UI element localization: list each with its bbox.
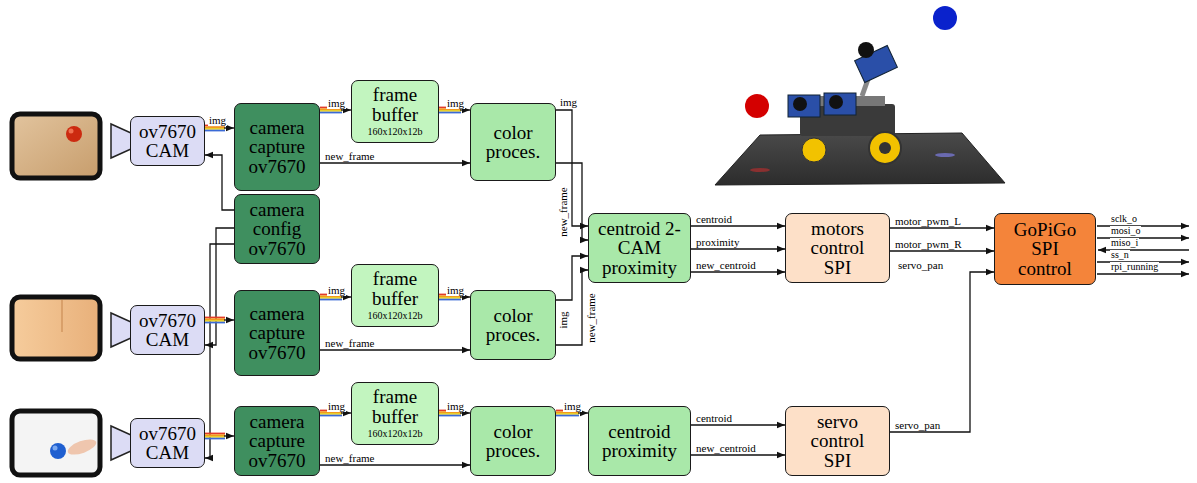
camera-box: ov7670 CAM (130, 418, 205, 468)
capture-box: camera capture ov7670 (234, 290, 320, 376)
bus-connector (205, 317, 234, 322)
signal-label: img (559, 96, 578, 108)
signal-label: new_frame (324, 337, 375, 349)
motor-box: motors control SPI (785, 213, 890, 283)
signal-label: servo_pan (897, 259, 944, 271)
signal-label: img (446, 97, 465, 109)
buffer-box: frame buffer 160x120x12b (351, 80, 439, 143)
process-box: color proces. (470, 406, 556, 476)
signal-connector (320, 465, 470, 466)
bus-connector (205, 125, 234, 130)
node-label: color proces. (474, 422, 552, 461)
node-label: frame buffer (355, 85, 435, 124)
signal-label: new_centroid (695, 259, 757, 271)
signal-label: new_frame (557, 186, 569, 237)
camera-thumbnail (12, 297, 100, 359)
spi-box: GoPiGo SPI control (994, 213, 1096, 285)
signal-label: motor_pwm_R (894, 238, 963, 250)
signal-connector (890, 272, 994, 432)
node-note: 160x120x12b (368, 428, 423, 439)
signal-label: img (557, 310, 569, 329)
centroid-box: centroid 2-CAM proximity (588, 213, 691, 283)
pin-label: miso_i (1110, 238, 1139, 248)
signal-label: img (327, 284, 346, 296)
node-label: camera capture ov7670 (238, 412, 316, 470)
node-label: camera capture ov7670 (238, 118, 316, 176)
signal-connector (205, 244, 234, 458)
signal-connector (556, 270, 588, 345)
signal-label: new_centroid (695, 442, 757, 454)
camera-thumbnail (12, 114, 100, 178)
signal-connector (691, 425, 785, 426)
node-label: camera capture ov7670 (238, 304, 316, 362)
node-label: color proces. (474, 306, 552, 345)
signal-connector (205, 155, 234, 210)
camera-lens (111, 124, 131, 460)
node-note: 160x120x12b (368, 126, 423, 137)
signal-label: img (563, 400, 582, 412)
node-label: centroid 2-CAM proximity (596, 219, 684, 277)
signal-label: img (327, 400, 346, 412)
signal-label: proximity (695, 236, 740, 248)
robot-scene (715, 6, 1005, 185)
bus-connector (205, 433, 234, 438)
signal-connector (890, 228, 994, 229)
buffer-box: frame buffer 160x120x12b (351, 264, 439, 327)
camera-box: ov7670 CAM (130, 116, 205, 166)
process-box: color proces. (470, 103, 556, 181)
node-label: ov7670 CAM (134, 122, 201, 161)
node-label: centroid proximity (596, 422, 684, 461)
signal-label: new_frame (324, 452, 375, 464)
signal-label: servo_pan (894, 419, 941, 431)
config-box: camera config ov7670 (234, 194, 320, 264)
node-label: color proces. (474, 123, 552, 162)
node-label: GoPiGo SPI control (1005, 220, 1085, 278)
signal-connector (691, 272, 785, 273)
node-label: motors control SPI (798, 219, 878, 277)
process-box: color proces. (470, 290, 556, 360)
signal-connector (691, 226, 785, 227)
signal-connector (556, 256, 588, 300)
node-label: camera config ov7670 (238, 200, 316, 258)
signal-connector (691, 455, 785, 456)
signal-label: centroid (695, 213, 733, 225)
signal-label: img (327, 97, 346, 109)
capture-box: camera capture ov7670 (234, 406, 320, 476)
node-note: 160x120x12b (368, 310, 423, 321)
node-label: ov7670 CAM (134, 311, 201, 350)
camera-box: ov7670 CAM (130, 305, 205, 355)
pin-label: rpi_running (1110, 262, 1159, 272)
signal-label: new_frame (585, 292, 597, 343)
signal-connector (890, 251, 994, 252)
signal-label: centroid (695, 412, 733, 424)
capture-box: camera capture ov7670 (234, 103, 320, 191)
servo-box: servo control SPI (785, 406, 890, 476)
signal-label: img (208, 114, 227, 126)
camera-thumbnail (12, 411, 100, 475)
signal-label: motor_pwm_L (894, 215, 962, 227)
signal-label: img (446, 284, 465, 296)
buffer-box: frame buffer 160x120x12b (351, 382, 439, 445)
pin-label: mosi_o (1110, 226, 1141, 236)
pin-label: sclk_o (1110, 214, 1138, 224)
node-label: servo control SPI (798, 412, 878, 470)
signal-label: img (446, 400, 465, 412)
centroid-box: centroid proximity (588, 406, 691, 476)
signal-connector (556, 163, 588, 240)
node-label: frame buffer (355, 269, 435, 308)
spi-wires (1097, 226, 1189, 274)
signal-label: new_frame (324, 150, 375, 162)
signal-connector (320, 350, 470, 351)
pin-label: ss_n (1110, 250, 1130, 260)
signal-connector (320, 163, 470, 164)
node-label: frame buffer (355, 387, 435, 426)
node-label: ov7670 CAM (134, 424, 201, 463)
signal-connector (691, 249, 785, 250)
